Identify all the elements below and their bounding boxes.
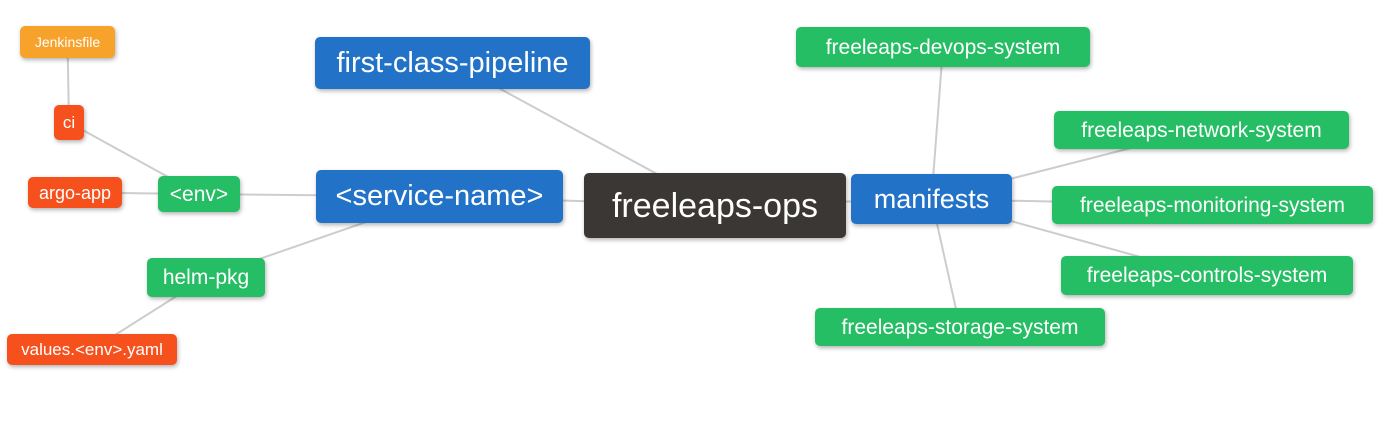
node-label: <env> bbox=[169, 182, 229, 206]
node-values-env-yaml[interactable]: values.<env>.yaml bbox=[7, 334, 177, 365]
node-first-class-pipeline[interactable]: first-class-pipeline bbox=[315, 37, 590, 89]
node-jenkinsfile[interactable]: Jenkinsfile bbox=[20, 26, 115, 58]
node-label: Jenkinsfile bbox=[34, 34, 101, 50]
node-label: freeleaps-storage-system bbox=[841, 315, 1079, 339]
node-freeleaps-ops[interactable]: freeleaps-ops bbox=[584, 173, 846, 238]
node-label: values.<env>.yaml bbox=[21, 340, 163, 359]
node-label: freeleaps-network-system bbox=[1081, 118, 1322, 142]
node-freeleaps-network-system[interactable]: freeleaps-network-system bbox=[1054, 111, 1349, 149]
node-label: argo-app bbox=[38, 182, 112, 203]
node-freeleaps-monitoring-system[interactable]: freeleaps-monitoring-system bbox=[1052, 186, 1373, 224]
node-freeleaps-devops-system[interactable]: freeleaps-devops-system bbox=[796, 27, 1090, 67]
node-argo-app[interactable]: argo-app bbox=[28, 177, 122, 208]
node-ci[interactable]: ci bbox=[54, 105, 84, 140]
node-freeleaps-storage-system[interactable]: freeleaps-storage-system bbox=[815, 308, 1105, 346]
node-manifests[interactable]: manifests bbox=[851, 174, 1012, 224]
node-label: ci bbox=[62, 113, 76, 132]
node-label: freeleaps-monitoring-system bbox=[1080, 193, 1345, 217]
node-label: manifests bbox=[873, 183, 990, 214]
node-helm-pkg[interactable]: helm-pkg bbox=[147, 258, 265, 297]
node-label: first-class-pipeline bbox=[336, 46, 569, 79]
node-env[interactable]: <env> bbox=[158, 176, 240, 212]
node-label: freeleaps-controls-system bbox=[1086, 264, 1328, 287]
node-service-name[interactable]: <service-name> bbox=[316, 170, 563, 223]
node-label: freeleaps-ops bbox=[611, 186, 818, 225]
node-label: helm-pkg bbox=[162, 266, 250, 289]
node-freeleaps-controls-system[interactable]: freeleaps-controls-system bbox=[1061, 256, 1353, 295]
edge-manifests--freeleaps-devops-system bbox=[930, 46, 944, 200]
node-label: <service-name> bbox=[335, 180, 544, 212]
node-label: freeleaps-devops-system bbox=[825, 35, 1061, 59]
